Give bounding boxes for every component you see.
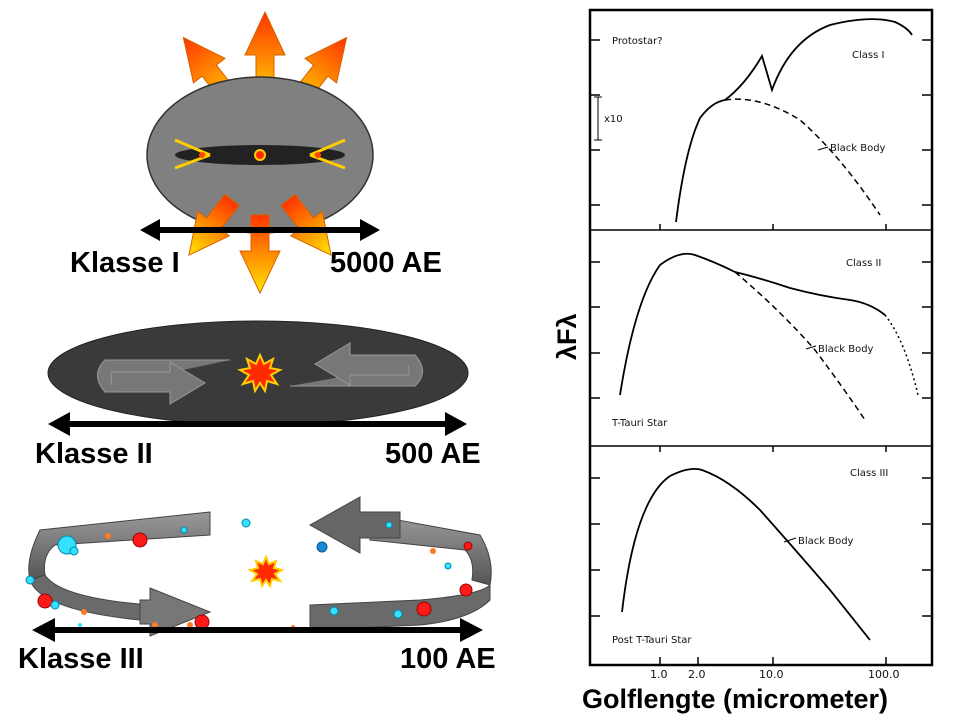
class1-illustration: Klasse I 5000 AE [70,10,442,295]
class2-scale: 500 AE [385,438,481,470]
class1-scale-bar [140,219,380,241]
protostar [254,149,266,161]
x10-label: x10 [604,114,623,125]
class3-scale: 100 AE [400,643,496,675]
ring-band-upper-left [28,511,211,581]
class3-illustration: Klasse III 100 AE [18,496,496,675]
class2-illustration: Klasse II 500 AE [35,320,481,470]
class2-annotation: T-Tauri Star [611,418,668,429]
class2-blackbody-curve [734,271,866,421]
x-tick-label: 1.0 [650,668,668,681]
x-tick-label: 2.0 [688,668,706,681]
plot-frame [588,8,934,667]
y-axis-title: λFλ [552,313,582,360]
class3-label: Klasse III [18,643,144,675]
rotation-arrow-left [97,359,230,405]
y-ticks [590,39,932,617]
class1-sed-curve [675,18,913,223]
class2-sed-curve [619,252,886,396]
class1-blackbody-label: Black Body [830,143,886,154]
rotation-arrow-upper [308,496,401,554]
central-star-small [247,554,285,589]
class3-blackbody-label: Black Body [798,536,854,547]
x-axis-title: Golflengte (micrometer) [582,684,888,714]
ring-band-lower-right [309,583,491,631]
class2-blackbody-label: Black Body [818,344,874,355]
class3-class-label: Class III [850,468,888,479]
class2-scale-bar [48,412,467,436]
class2-sed-extrapolation [884,314,919,396]
sed-plot: x10 Protostar? Class I Black Body Class … [552,8,934,714]
central-star [237,352,283,394]
class1-class-label: Class I [852,50,884,61]
class3-annotation: Post T-Tauri Star [612,635,692,646]
class2-class-label: Class II [846,258,881,269]
class2-label: Klasse II [35,438,153,470]
x-tick-label: 10.0 [759,668,784,681]
x-tick-label: 100.0 [868,668,900,681]
class3-sed-curve [621,467,871,641]
rotation-arrow-right [290,342,423,387]
class3-scale-bar [32,618,483,642]
class1-label: Klasse I [70,247,180,279]
class1-annotation: Protostar? [612,36,663,47]
x-ticks [659,224,887,665]
planetesimals [25,518,473,630]
class1-scale: 5000 AE [330,247,442,279]
class1-blackbody-curve [724,98,881,216]
